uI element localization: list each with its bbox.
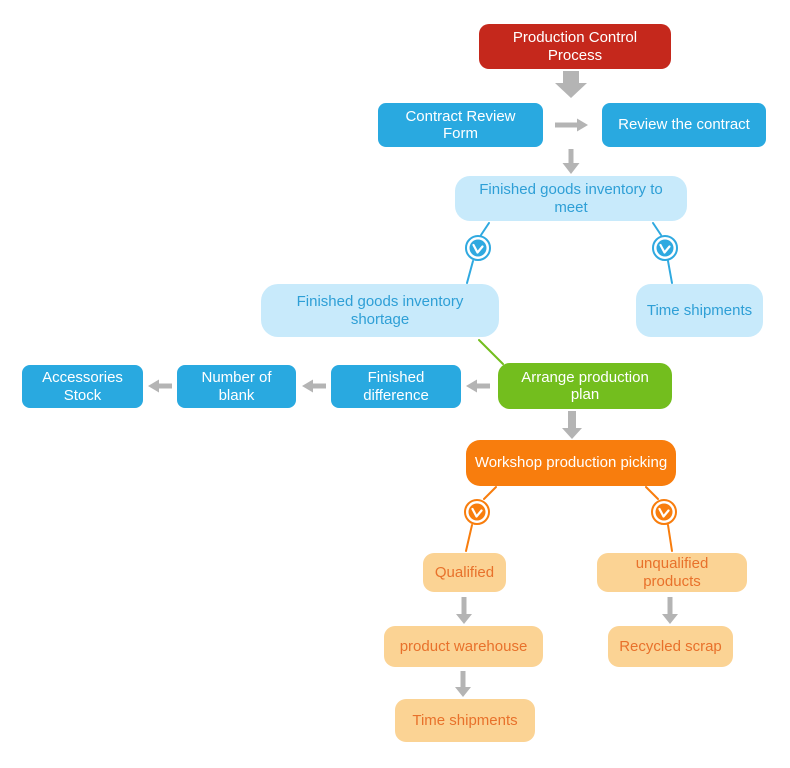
node-recycled-scrap[interactable]: Recycled scrap (608, 626, 733, 667)
node-label: Time shipments (412, 711, 518, 729)
clock-icon (652, 235, 678, 261)
green-connector-line (478, 339, 504, 365)
node-label: Finished difference (363, 369, 429, 404)
node-finished-goods-inventory-shortage[interactable]: Finished goods inventory shortage (261, 284, 499, 337)
node-label: Time shipments (646, 301, 753, 319)
node-unqualified-products[interactable]: unqualified products (597, 553, 747, 592)
node-label: Workshop production picking (474, 454, 668, 472)
node-qualified[interactable]: Qualified (423, 553, 506, 592)
node-production-control-process[interactable]: Production Control Process (479, 24, 671, 69)
arrow-left-icon (302, 379, 326, 393)
node-time-shipments-top[interactable]: Time shipments (636, 284, 763, 337)
branch-line-right (645, 486, 673, 552)
node-arrange-production-plan[interactable]: Arrange production plan (498, 363, 672, 409)
node-label: Finished goods inventory shortage (296, 293, 464, 328)
branch-line-left (466, 222, 490, 284)
arrow-down-icon (562, 149, 580, 174)
arrow-down-icon (456, 597, 472, 624)
node-label: unqualified products (635, 555, 709, 590)
node-accessories-stock[interactable]: Accessories Stock (22, 365, 143, 408)
arrow-down-icon (662, 597, 678, 624)
node-label: Review the contract (618, 116, 750, 134)
node-time-shipments-bottom[interactable]: Time shipments (395, 699, 535, 742)
arrow-right-icon (555, 118, 588, 132)
arrow-down-icon (455, 671, 471, 697)
node-label: Production Control Process (512, 29, 638, 64)
clock-icon (464, 499, 490, 525)
clock-icon (465, 235, 491, 261)
node-finished-difference[interactable]: Finished difference (331, 365, 461, 408)
node-label: Finished goods inventory to meet (479, 181, 663, 216)
node-label: product warehouse (399, 637, 528, 655)
node-label: Arrange production plan (521, 368, 649, 403)
node-workshop-production-picking[interactable]: Workshop production picking (466, 440, 676, 486)
node-finished-goods-inventory-to-meet[interactable]: Finished goods inventory to meet (455, 176, 687, 221)
node-label: Qualified (434, 563, 495, 581)
node-label: Accessories Stock (42, 369, 123, 404)
node-label: Number of blank (201, 369, 272, 404)
branch-line-right (652, 222, 673, 284)
node-label: Recycled scrap (619, 637, 722, 655)
arrow-down-icon (562, 411, 582, 439)
branch-line-left (465, 486, 497, 552)
clock-icon (651, 499, 677, 525)
node-product-warehouse[interactable]: product warehouse (384, 626, 543, 667)
node-contract-review-form[interactable]: Contract Review Form (378, 103, 543, 147)
arrow-left-icon (466, 379, 490, 393)
node-label: Contract Review Form (405, 107, 516, 142)
node-number-of-blank[interactable]: Number of blank (177, 365, 296, 408)
node-review-the-contract[interactable]: Review the contract (602, 103, 766, 147)
arrow-down-icon (555, 71, 587, 98)
arrow-left-icon (148, 379, 172, 393)
